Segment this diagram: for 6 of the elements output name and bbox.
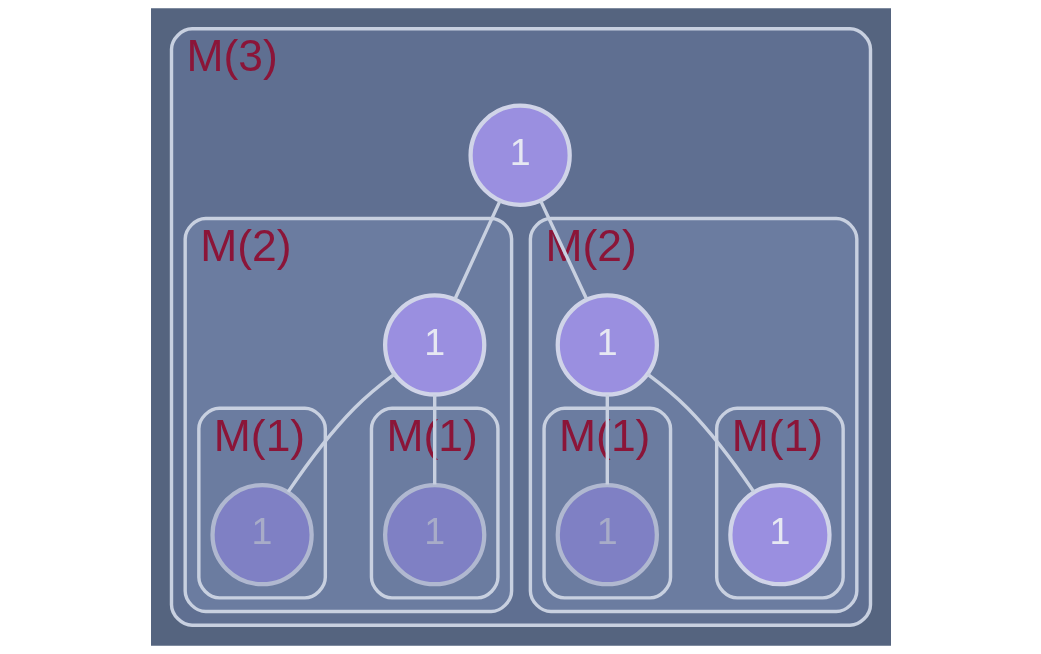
node-circle: 1 bbox=[467, 103, 572, 207]
connector bbox=[646, 372, 755, 493]
node-circle: 1 bbox=[555, 293, 659, 397]
node-circle: 1 bbox=[727, 482, 832, 587]
connector bbox=[286, 372, 395, 493]
node-circle: 1 bbox=[382, 293, 486, 397]
